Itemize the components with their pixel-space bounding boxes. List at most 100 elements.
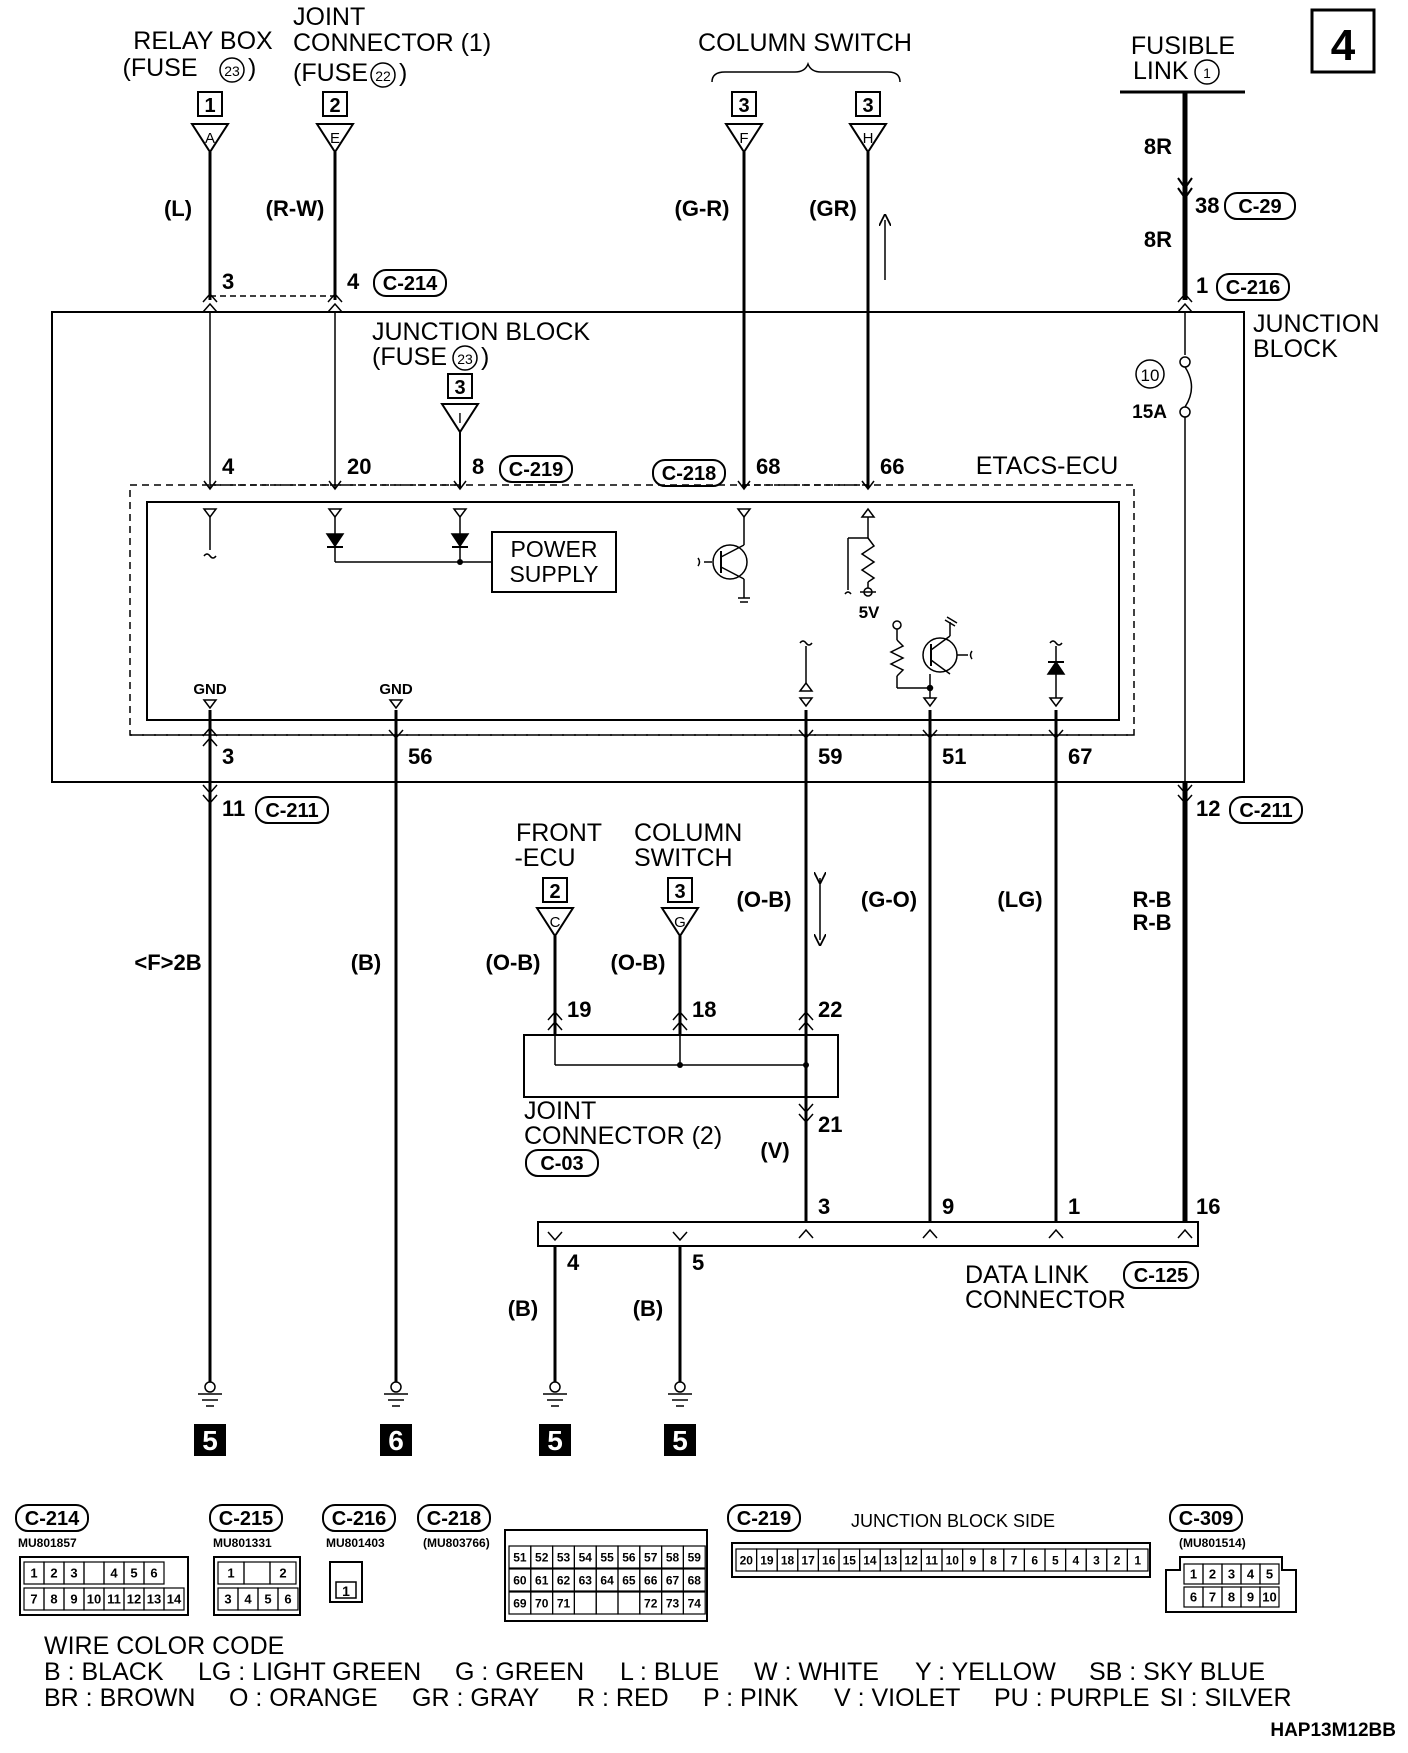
dlc-pin-16: 16 — [1196, 1194, 1220, 1219]
connector-pin-number: 8 — [1228, 1590, 1235, 1605]
connector-pin-number: 71 — [557, 1596, 571, 1610]
fusible-link-source: FUSIBLE LINK 1 8R 38 C-29 8R — [1120, 32, 1296, 252]
wire-f2b: <F>2B — [134, 950, 201, 975]
jb-inner-label-1: JUNCTION BLOCK — [372, 318, 590, 346]
conn-c219: C-219 — [509, 459, 563, 481]
connector-pin-number: 13 — [147, 1592, 161, 1607]
fusible-link-label-1: FUSIBLE — [1131, 32, 1235, 60]
cv-c309-id: C-309 — [1179, 1508, 1233, 1530]
connector-pin-number: 58 — [666, 1550, 680, 1564]
dlc-pin-4: 4 — [567, 1250, 580, 1275]
wire-8r-lower: 8R — [1144, 227, 1172, 252]
ecu-pin-8: 8 — [472, 454, 484, 479]
ecu-pin-20: 20 — [347, 454, 371, 479]
connector-pin-number: 10 — [946, 1553, 960, 1567]
conn-c218: C-218 — [662, 463, 716, 485]
pin-1-top: 1 — [1196, 273, 1208, 298]
conn-c214-top: C-214 — [383, 273, 438, 295]
wire-color-code: WIRE COLOR CODE B : BLACK LG : LIGHT GRE… — [44, 1632, 1292, 1712]
column-switch-box-f: 3 — [738, 95, 749, 117]
wire-rb-1: R-B — [1132, 887, 1171, 912]
connector-pin-number: 2 — [279, 1566, 286, 1581]
block-pin-51: 51 — [942, 744, 966, 769]
cv-c214-part: MU801857 — [18, 1536, 77, 1550]
connector-pin-number: 1 — [1134, 1553, 1141, 1567]
front-ecu-label-1: FRONT — [516, 819, 602, 847]
joint-connector-1-source: JOINT CONNECTOR (1) (FUSE 22 ) 2 E (R-W) — [266, 3, 491, 221]
fuse-number-circle — [219, 57, 245, 83]
connector-pin-number: 18 — [781, 1553, 795, 1567]
connector-pin-number: 63 — [579, 1573, 593, 1587]
connector-pin-number: 4 — [1073, 1553, 1080, 1567]
connector-pin-number: 13 — [884, 1553, 898, 1567]
connector-pin-number: 74 — [688, 1596, 702, 1610]
connector-pin-number: 4 — [110, 1566, 118, 1581]
grounds — [198, 1381, 692, 1407]
connector-pin-number: 52 — [535, 1550, 549, 1564]
connector-pin-number: 1 — [30, 1566, 37, 1581]
page-number: 4 — [1331, 21, 1356, 70]
pin-38: 38 — [1195, 193, 1219, 218]
jb-inner-label-2: (FUSE — [372, 343, 447, 371]
connector-cavity — [1259, 1586, 1280, 1608]
power-supply-label-1: POWER — [511, 536, 598, 562]
dlc-label-2: CONNECTOR — [965, 1286, 1126, 1314]
wcc-r1-1: LG : LIGHT GREEN — [198, 1658, 421, 1686]
connector-pin-number: 9 — [970, 1553, 977, 1567]
relay-box-box-no: 1 — [204, 95, 215, 117]
connector-pin-number: 1 — [227, 1566, 234, 1581]
connector-cavity — [1259, 1563, 1280, 1585]
connector-pin-number: 7 — [1209, 1590, 1216, 1605]
voltage-5v: 5V — [859, 603, 880, 622]
connector-pin-number: 14 — [863, 1553, 877, 1567]
jc1-fuse-label: (FUSE — [293, 59, 368, 87]
wcc-r2-7: SI : SILVER — [1160, 1684, 1292, 1712]
connector-pin-number: 69 — [513, 1596, 527, 1610]
jb-inner-pin: I — [458, 410, 462, 427]
front-ecu-box: 2 — [549, 881, 560, 903]
connector-pin-number: 3 — [1228, 1567, 1235, 1582]
connector-pin-number: 5 — [1052, 1553, 1059, 1567]
jc2-pin-18: 18 — [692, 997, 716, 1022]
wcc-r2-1: O : ORANGE — [229, 1684, 378, 1712]
connector-pin-number: 3 — [1093, 1553, 1100, 1567]
connector-pin-number: 7 — [30, 1592, 37, 1607]
out-pin-12: 12 — [1196, 796, 1220, 821]
connector-pin-number: 57 — [644, 1550, 658, 1564]
wire-color-gray: (GR) — [809, 196, 857, 221]
jb-inner-box-no: 3 — [454, 377, 465, 399]
connector-pin-number: 56 — [622, 1550, 636, 1564]
cv-c214-id: C-214 — [25, 1508, 80, 1530]
connector-pin-number: 6 — [1031, 1553, 1038, 1567]
ecu-pin-66: 66 — [880, 454, 904, 479]
wcc-r1-4: W : WHITE — [754, 1658, 879, 1686]
etacs-ecu-label: ETACS-ECU — [976, 452, 1119, 480]
wire-color-l: (L) — [164, 196, 192, 221]
ground-no-3: 5 — [547, 1425, 563, 1456]
fuse-10-symbol — [1175, 355, 1195, 418]
conn-c211-left: C-211 — [265, 800, 318, 822]
column-switch-pin-f: F — [739, 130, 748, 147]
jc2-pin-22: 22 — [818, 997, 842, 1022]
connector-cavity — [277, 1587, 299, 1611]
jc2-pin-21: 21 — [818, 1112, 842, 1137]
connector-pin-number: 14 — [167, 1592, 182, 1607]
connector-pin-number: 12 — [127, 1592, 141, 1607]
col-sw-label-1: COLUMN — [634, 819, 742, 847]
connector-pin-number: 5 — [264, 1592, 271, 1607]
relay-box-label: RELAY BOX — [133, 27, 273, 55]
connector-cavity — [1126, 1548, 1149, 1572]
dlc-pin-5: 5 — [692, 1250, 704, 1275]
dlc-pin-1: 1 — [1068, 1194, 1080, 1219]
wcc-r1-3: L : BLUE — [620, 1658, 719, 1686]
jb-inner-close: ) — [481, 343, 489, 371]
wcc-r1-2: G : GREEN — [455, 1658, 584, 1686]
front-ecu-wire: (O-B) — [486, 950, 541, 975]
connector-cavity — [682, 1568, 706, 1592]
power-supply-block — [491, 531, 617, 593]
relay-box-pin: A — [205, 130, 215, 147]
jc1-label-2: CONNECTOR (1) — [293, 29, 491, 57]
connector-pin-number: 67 — [666, 1573, 680, 1587]
